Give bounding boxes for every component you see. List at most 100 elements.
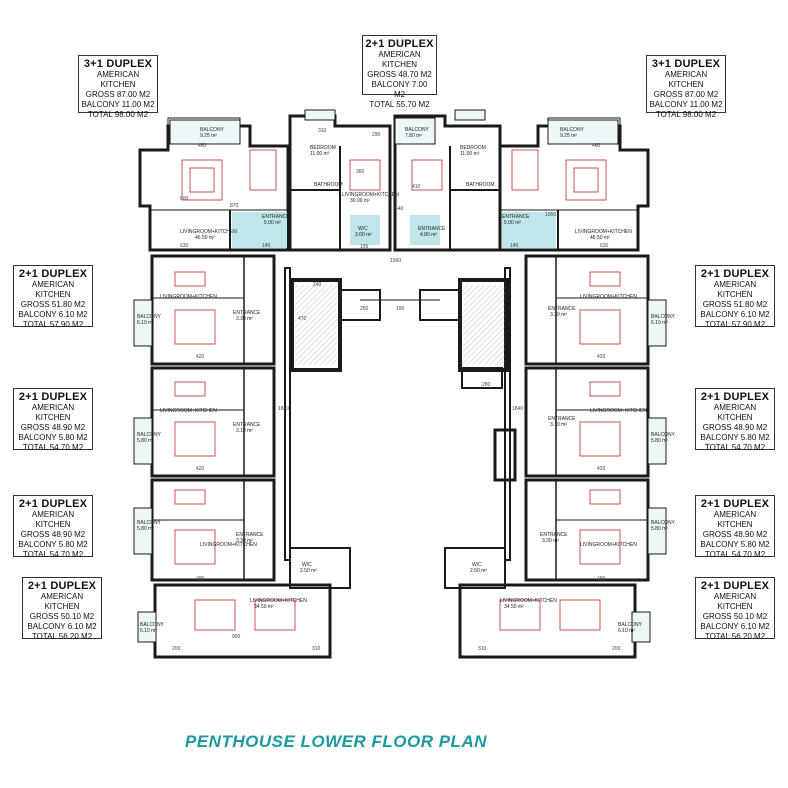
- dim: 1560: [390, 258, 401, 264]
- dim: 1840: [278, 406, 289, 412]
- room-living-r3: LIVINGROOM+KITCHEN: [580, 542, 637, 548]
- room-bedroom-cl: BEDROOM: [310, 145, 336, 151]
- room-entrance-r3: ENTRANCE: [540, 532, 568, 538]
- dim: 420: [597, 354, 606, 360]
- unit-kitchen: AMERICAN KITCHEN: [713, 510, 757, 529]
- room-area-tl-entrance: 5.00 m²: [264, 220, 281, 226]
- dim: 420: [196, 466, 205, 472]
- room-entrance-tl: ENTRANCE: [262, 214, 290, 220]
- unit-gross: GROSS 48.90 M2: [20, 530, 86, 539]
- unit-balcony: BALCONY 5.80 M2: [700, 540, 770, 549]
- dim: 600: [180, 196, 189, 202]
- room-area-cr-bedroom: 11.00 m²: [460, 151, 480, 157]
- room-area-l3-entrance: 3.30 m²: [236, 538, 253, 544]
- unit-name: 2+1 DUPLEX: [700, 268, 770, 280]
- unit-balcony: BALCONY 7.00 M2: [371, 80, 428, 99]
- unit-name: 2+1 DUPLEX: [18, 498, 88, 510]
- dim: 490: [196, 576, 205, 582]
- room-living-l1: LIVINGROOM+KITCHEN: [160, 294, 217, 300]
- room-area-l4-balcony: 6.10 m²: [140, 628, 157, 634]
- room-area-r3-balcony: 5.80 m²: [651, 526, 668, 532]
- dim: 900: [232, 634, 241, 640]
- room-area-r3-entrance: 3.30 m²: [542, 538, 559, 544]
- room-living-r4: LIVINGROOM+KITCHEN: [500, 598, 557, 604]
- unit-balcony: BALCONY 5.80 M2: [18, 433, 88, 442]
- core-hatch: [295, 285, 505, 365]
- dim: 410: [412, 184, 421, 190]
- unit-gross: GROSS 48.90 M2: [702, 423, 768, 432]
- room-entrance-l1: ENTRANCE: [233, 310, 261, 316]
- unit-gross: GROSS 48.70 M2: [367, 70, 432, 79]
- unit-total: TOTAL 56.20 M2: [704, 632, 766, 641]
- dimensions: 460 870 600 630 145 1560 145 630 460 105…: [172, 128, 621, 652]
- unit-balcony: BALCONY 5.80 M2: [700, 433, 770, 442]
- room-living-r1: LIVINGROOM+KITCHEN: [580, 294, 637, 300]
- room-area-r4-living: 34.50 m²: [504, 604, 524, 610]
- unit-name: 3+1 DUPLEX: [651, 58, 721, 70]
- unit-kitchen: AMERICAN KITCHEN: [96, 70, 140, 89]
- dim: 200: [172, 646, 181, 652]
- dim: 145: [262, 243, 271, 249]
- room-balcony-r2: BALCONY: [651, 432, 676, 438]
- unit-label-top-left: 3+1 DUPLEX AMERICAN KITCHEN GROSS 87.00 …: [78, 55, 158, 119]
- unit-balcony: BALCONY 11.00 M2: [81, 100, 155, 109]
- unit-total: TOTAL 56.20 M2: [31, 632, 93, 641]
- dim: 460: [198, 143, 207, 149]
- unit-name: 2+1 DUPLEX: [18, 268, 88, 280]
- unit-label-left-4: 2+1 DUPLEX AMERICAN KITCHEN GROSS 50.10 …: [22, 577, 102, 641]
- right-units: [444, 254, 650, 659]
- room-balcony-l4: BALCONY: [140, 622, 165, 628]
- unit-kitchen: AMERICAN KITCHEN: [664, 70, 708, 89]
- room-area-tr-balcony: 9.25 m²: [560, 133, 577, 139]
- room-area-r2-entrance: 3.10 m²: [550, 422, 567, 428]
- room-living-c: LIVINGROOM+KITCHEN: [342, 192, 399, 198]
- unit-name: 3+1 DUPLEX: [83, 58, 153, 70]
- room-area-tr-living: 46.50 m²: [590, 235, 610, 241]
- dim: 1840: [512, 406, 523, 412]
- room-balcony-l2: BALCONY: [137, 432, 162, 438]
- room-area-l1-entrance: 3.30 m²: [236, 316, 253, 322]
- unit-kitchen: AMERICAN KITCHEN: [713, 592, 757, 611]
- unit-balcony: BALCONY 11.00 M2: [649, 100, 723, 109]
- room-area-cr-balcony: 7.80 m²: [405, 133, 422, 139]
- unit-name: 2+1 DUPLEX: [365, 38, 434, 50]
- furniture: [174, 149, 621, 631]
- room-area-tl-balcony: 9.25 m²: [200, 133, 217, 139]
- unit-total: TOTAL 57.90 M2: [22, 320, 84, 329]
- room-area-tl-living: 46.50 m²: [195, 235, 215, 241]
- dim: 195: [360, 244, 369, 250]
- room-area-c-living: 30.00 m²: [350, 198, 370, 204]
- dim: 200: [612, 646, 621, 652]
- room-living-l4: LIVINGROOM+KITCHEN: [250, 598, 307, 604]
- left-balconies: [133, 299, 157, 643]
- room-bathroom-cr: BATHROOM: [466, 182, 495, 188]
- top-balconies: [169, 109, 619, 145]
- room-entrance-l2: ENTRANCE: [233, 422, 261, 428]
- unit-label-right-2: 2+1 DUPLEX AMERICAN KITCHEN GROSS 48.90 …: [695, 388, 775, 452]
- dim: 470: [298, 316, 307, 322]
- room-entrance-r1: ENTRANCE: [548, 306, 576, 312]
- room-area-r4-balcony: 6.10 m²: [618, 628, 635, 634]
- room-bedroom-cr: BEDROOM: [460, 145, 486, 151]
- unit-balcony: BALCONY 5.80 M2: [18, 540, 88, 549]
- dim: 460: [592, 143, 601, 149]
- dim: 420: [196, 354, 205, 360]
- unit-kitchen: AMERICAN KITCHEN: [378, 50, 421, 69]
- room-area-l1-balcony: 6.10 m²: [137, 320, 154, 326]
- room-balcony-r4: BALCONY: [618, 622, 643, 628]
- unit-name: 2+1 DUPLEX: [27, 580, 97, 592]
- room-balcony-r3: BALCONY: [651, 520, 676, 526]
- room-area-l2-entrance: 3.10 m²: [236, 428, 253, 434]
- dim: 540: [395, 206, 404, 212]
- room-balcony-tr: BALCONY: [560, 127, 585, 133]
- unit-gross: GROSS 51.80 M2: [702, 300, 768, 309]
- dim: 190: [396, 306, 405, 312]
- unit-name: 2+1 DUPLEX: [700, 498, 770, 510]
- room-area-l3-balcony: 5.80 m²: [137, 526, 154, 532]
- room-living-l2: LIVINGROOM+KITCHEN: [160, 408, 217, 414]
- unit-total: TOTAL 54.70 M2: [22, 443, 84, 452]
- unit-total: TOTAL 54.70 M2: [22, 550, 84, 559]
- dim: 1050: [545, 212, 556, 218]
- room-balcony-r1: BALCONY: [651, 314, 676, 320]
- unit-label-right-4: 2+1 DUPLEX AMERICAN KITCHEN GROSS 50.10 …: [695, 577, 775, 641]
